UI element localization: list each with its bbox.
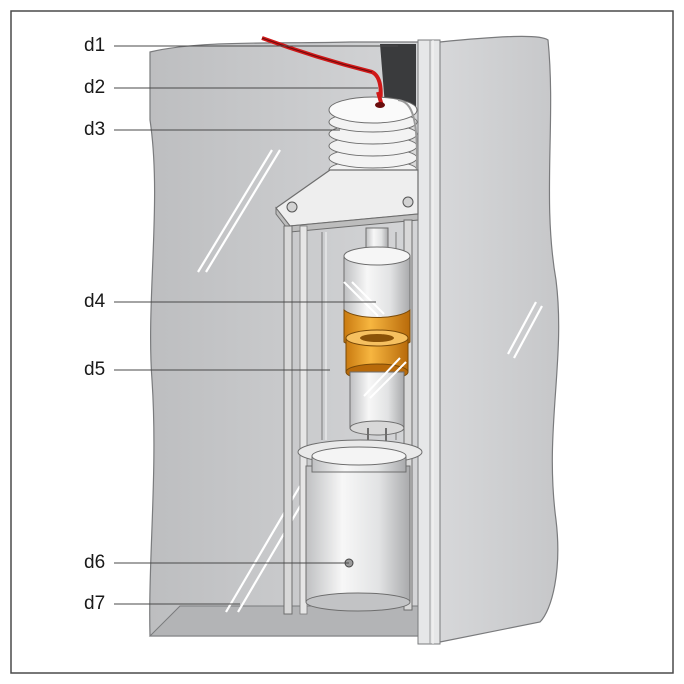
label-d1: d1 xyxy=(84,35,106,56)
label-d7: d7 xyxy=(84,593,106,614)
label-d2: d2 xyxy=(84,77,106,98)
base-housing xyxy=(305,446,411,612)
label-d5: d5 xyxy=(84,359,106,380)
leader-lines xyxy=(114,45,398,605)
label-d4: d4 xyxy=(84,291,106,312)
label-d3: d3 xyxy=(84,119,106,140)
cabinet-side-panel xyxy=(419,35,560,643)
door-frame-edge xyxy=(417,39,441,645)
label-d6: d6 xyxy=(84,552,106,573)
upper-cylinder xyxy=(343,246,411,350)
